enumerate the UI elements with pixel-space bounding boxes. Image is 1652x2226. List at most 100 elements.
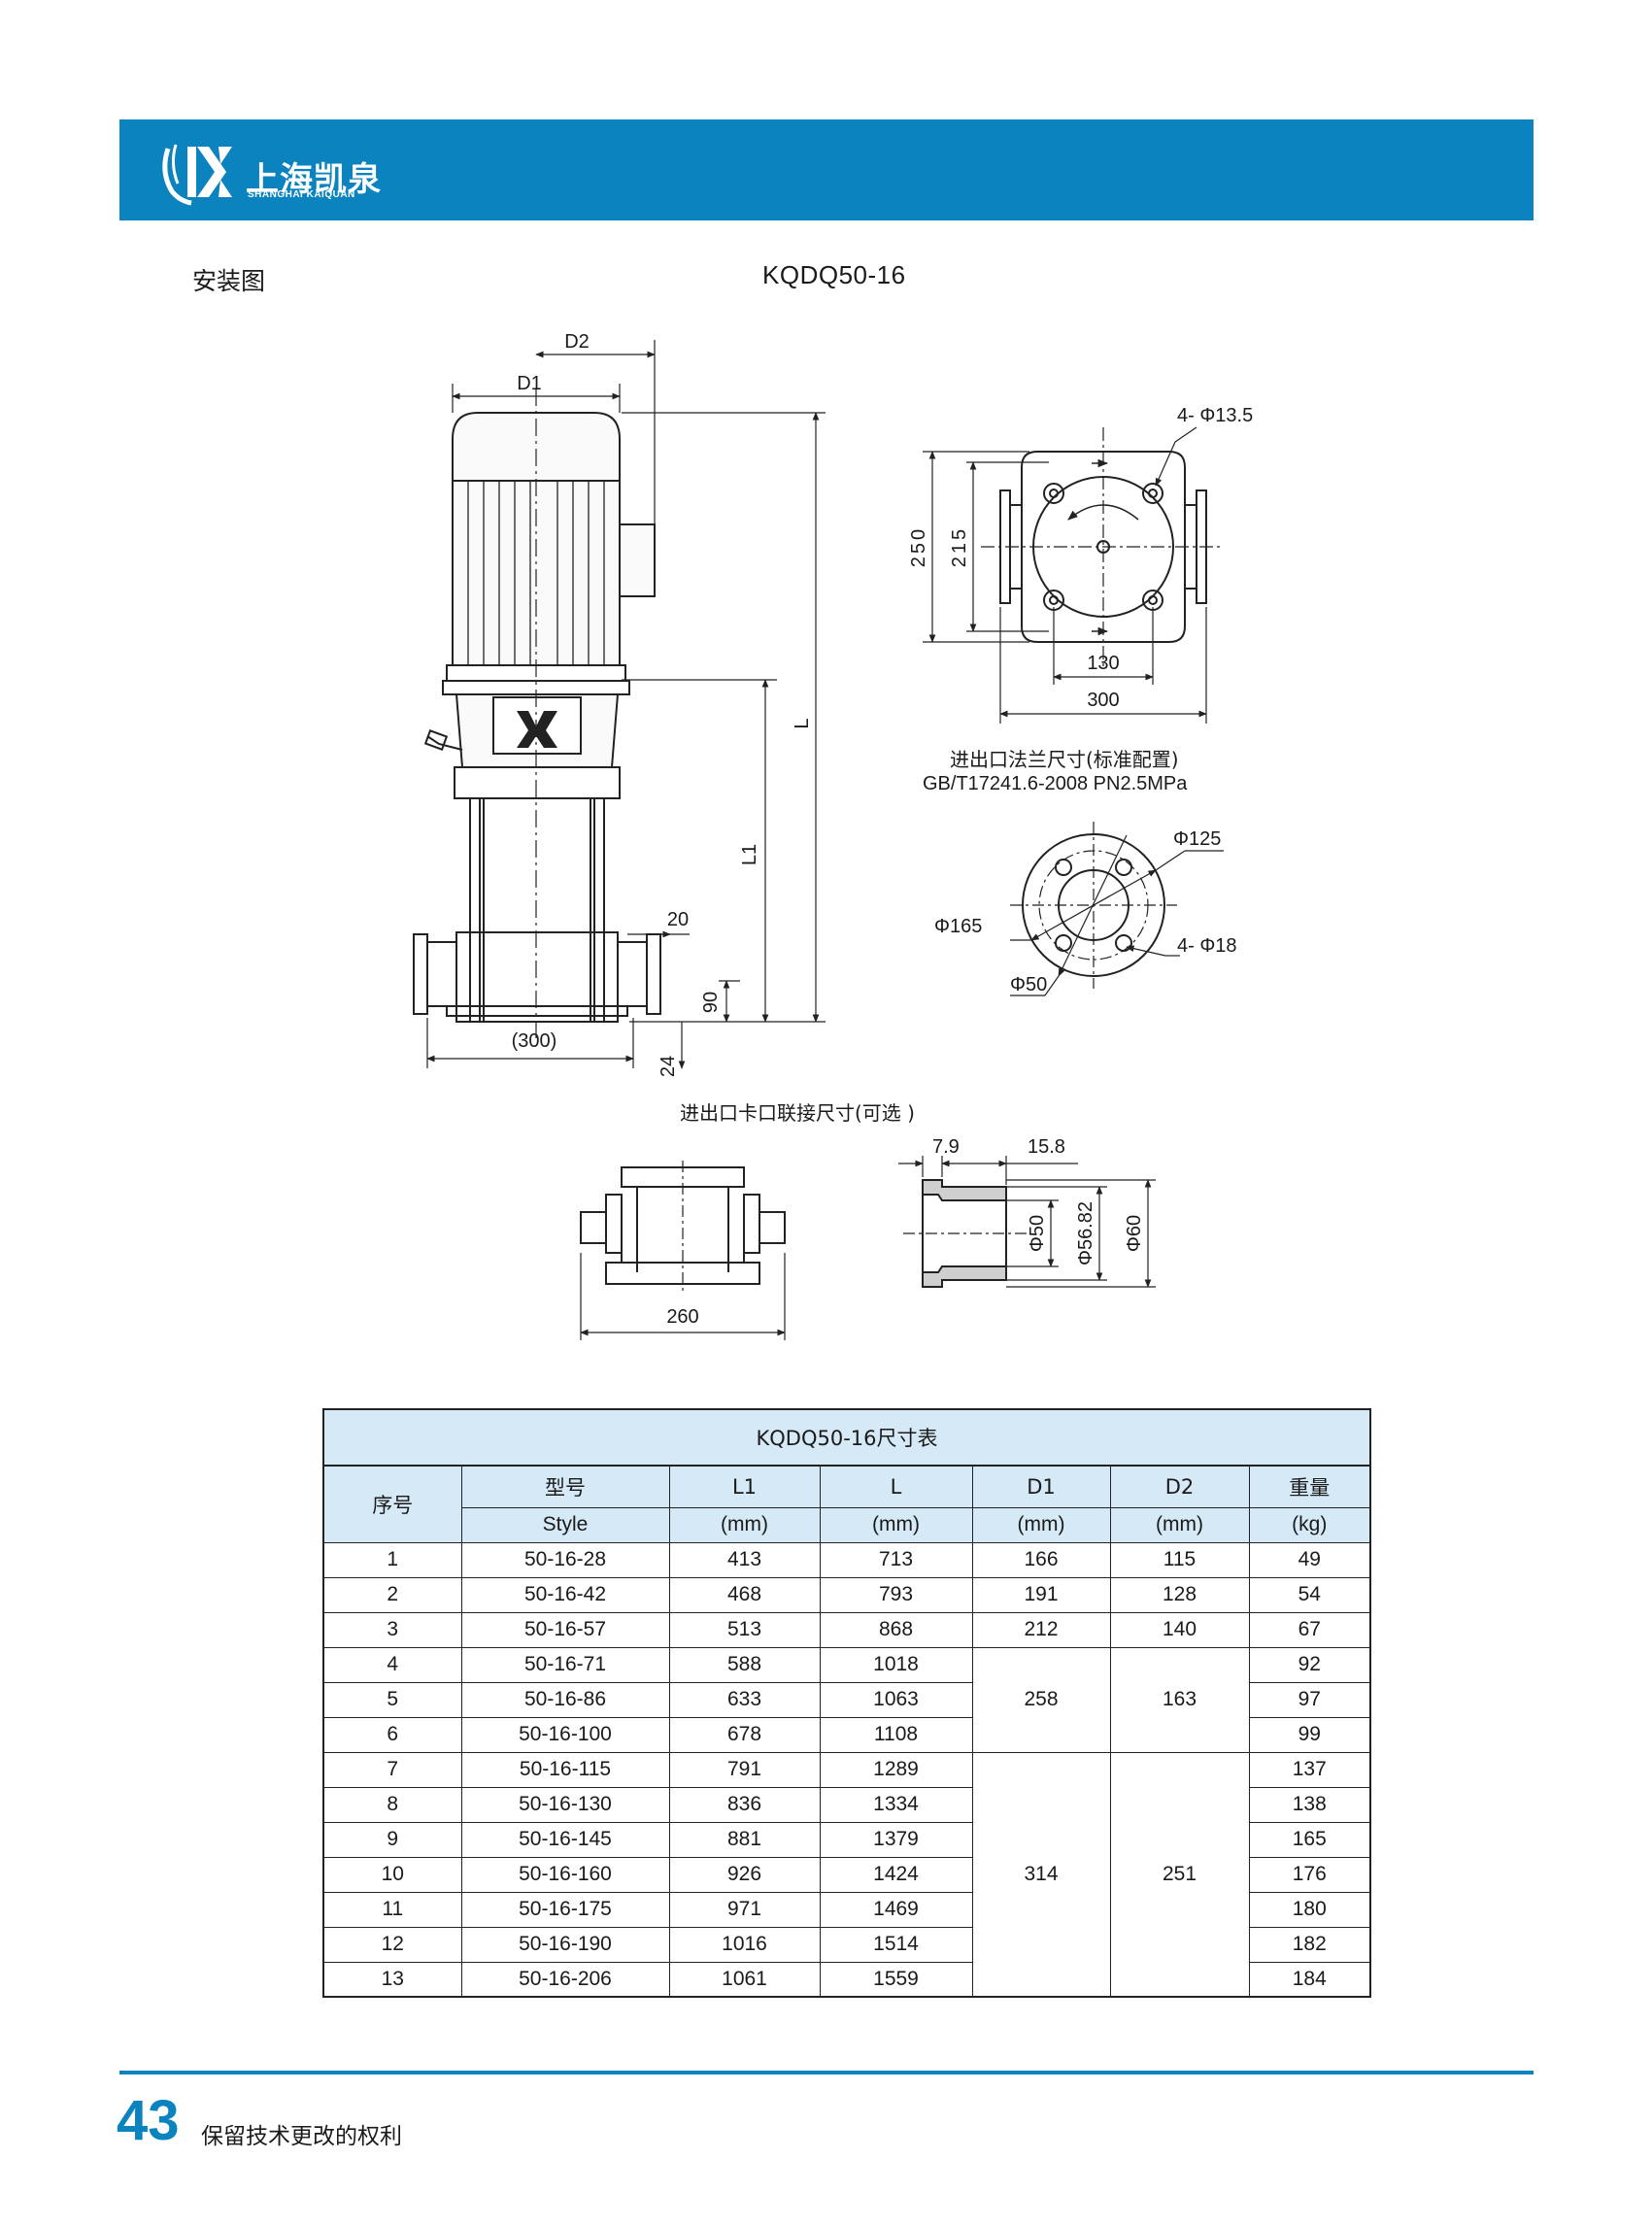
dim-90: 90 <box>700 992 722 1013</box>
cell-weight: 184 <box>1248 1961 1371 1998</box>
cell-L: 1018 <box>819 1646 973 1683</box>
cell-no: 7 <box>322 1751 462 1788</box>
model-title: KQDQ50-16 <box>762 260 906 289</box>
cell-weight: 92 <box>1248 1646 1371 1683</box>
dim-holes-top: 4- Φ13.5 <box>1177 405 1253 426</box>
cell-L1: 633 <box>668 1681 821 1718</box>
dim-phi56-82: Φ56.82 <box>1075 1201 1096 1265</box>
table-title: KQDQ50-16尺寸表 <box>321 1408 1372 1467</box>
cell-D2: 128 <box>1109 1576 1250 1613</box>
dim-L1: L1 <box>739 844 760 865</box>
col-unit-L1: (mm) <box>668 1506 821 1543</box>
cell-D1: 314 <box>971 1751 1111 1998</box>
cell-L: 793 <box>819 1576 973 1613</box>
cell-weight: 67 <box>1248 1611 1371 1648</box>
dim-300: 300 <box>1087 690 1119 711</box>
cell-weight: 176 <box>1248 1856 1371 1893</box>
cell-D2: 115 <box>1109 1541 1250 1578</box>
col-header-model: 型号 <box>460 1465 670 1508</box>
cell-model: 50-16-175 <box>460 1891 670 1928</box>
cell-L1: 588 <box>668 1646 821 1683</box>
cell-L1: 971 <box>668 1891 821 1928</box>
dim-phi50: Φ50 <box>1010 974 1047 995</box>
dim-phi60: Φ60 <box>1124 1215 1145 1252</box>
col-unit-L: (mm) <box>819 1506 973 1543</box>
flange-caption-1: 进出口法兰尺寸(标准配置) <box>950 748 1179 771</box>
cell-L: 1559 <box>819 1961 973 1998</box>
cell-L: 713 <box>819 1541 973 1578</box>
cell-model: 50-16-206 <box>460 1961 670 1998</box>
dim-300-paren: (300) <box>512 1030 557 1052</box>
footer-note: 保留技术更改的权利 <box>201 2124 402 2149</box>
dim-phi18: 4- Φ18 <box>1177 935 1237 957</box>
cell-D1: 212 <box>971 1611 1111 1648</box>
cell-no: 5 <box>322 1681 462 1718</box>
cell-L: 1108 <box>819 1716 973 1753</box>
col-unit-weight: (kg) <box>1248 1506 1371 1543</box>
cell-model: 50-16-100 <box>460 1716 670 1753</box>
cell-L1: 791 <box>668 1751 821 1788</box>
kaiquan-logo-icon <box>162 144 232 206</box>
brand-logo: 上海凯泉 SHANGHAI KAIQUAN <box>158 135 450 207</box>
cell-model: 50-16-28 <box>460 1541 670 1578</box>
cell-weight: 97 <box>1248 1681 1371 1718</box>
cell-weight: 138 <box>1248 1786 1371 1823</box>
ferrule-section-view <box>922 1179 1007 1288</box>
cell-weight: 165 <box>1248 1821 1371 1858</box>
cell-no: 12 <box>322 1926 462 1963</box>
dim-d1: D1 <box>517 373 542 394</box>
cell-L1: 413 <box>668 1541 821 1578</box>
cell-D2: 140 <box>1109 1611 1250 1648</box>
header-band: 上海凯泉 SHANGHAI KAIQUAN <box>119 119 1534 220</box>
cell-weight: 54 <box>1248 1576 1371 1613</box>
cell-weight: 49 <box>1248 1541 1371 1578</box>
cell-L1: 678 <box>668 1716 821 1753</box>
cell-L: 1379 <box>819 1821 973 1858</box>
dim-20: 20 <box>667 909 689 930</box>
clamp-caption: 进出口卡口联接尺寸(可选 ) <box>680 1101 915 1125</box>
cell-no: 6 <box>322 1716 462 1753</box>
cell-no: 3 <box>322 1611 462 1648</box>
cell-L1: 926 <box>668 1856 821 1893</box>
cell-L: 868 <box>819 1611 973 1648</box>
cell-weight: 182 <box>1248 1926 1371 1963</box>
cell-D1: 258 <box>971 1646 1111 1753</box>
cell-L1: 1061 <box>668 1961 821 1998</box>
cell-model: 50-16-86 <box>460 1681 670 1718</box>
brand-name-en: SHANGHAI KAIQUAN <box>248 189 355 200</box>
cell-model: 50-16-57 <box>460 1611 670 1648</box>
cell-D1: 166 <box>971 1541 1111 1578</box>
cell-weight: 99 <box>1248 1716 1371 1753</box>
dim-L: L <box>792 718 813 728</box>
cell-model: 50-16-130 <box>460 1786 670 1823</box>
cell-L: 1469 <box>819 1891 973 1928</box>
pump-side-view <box>413 412 661 1023</box>
cell-no: 4 <box>322 1646 462 1683</box>
cell-no: 2 <box>322 1576 462 1613</box>
cell-no: 9 <box>322 1821 462 1858</box>
col-header-no: 序号 <box>322 1465 462 1543</box>
col-header-D2: D2 <box>1109 1465 1250 1508</box>
col-unit-D2: (mm) <box>1109 1506 1250 1543</box>
page-number: 43 <box>117 2089 180 2152</box>
cell-D1: 191 <box>971 1576 1111 1613</box>
cell-no: 1 <box>322 1541 462 1578</box>
col-unit-D1: (mm) <box>971 1506 1111 1543</box>
dim-phi50-ferrule: Φ50 <box>1027 1215 1048 1252</box>
dim-phi165: Φ165 <box>934 916 982 937</box>
cell-L1: 513 <box>668 1611 821 1648</box>
col-header-weight: 重量 <box>1248 1465 1371 1508</box>
footer-divider <box>119 2071 1534 2074</box>
cell-weight: 137 <box>1248 1751 1371 1788</box>
dim-24: 24 <box>657 1056 679 1077</box>
dim-250: 250 <box>908 526 929 567</box>
